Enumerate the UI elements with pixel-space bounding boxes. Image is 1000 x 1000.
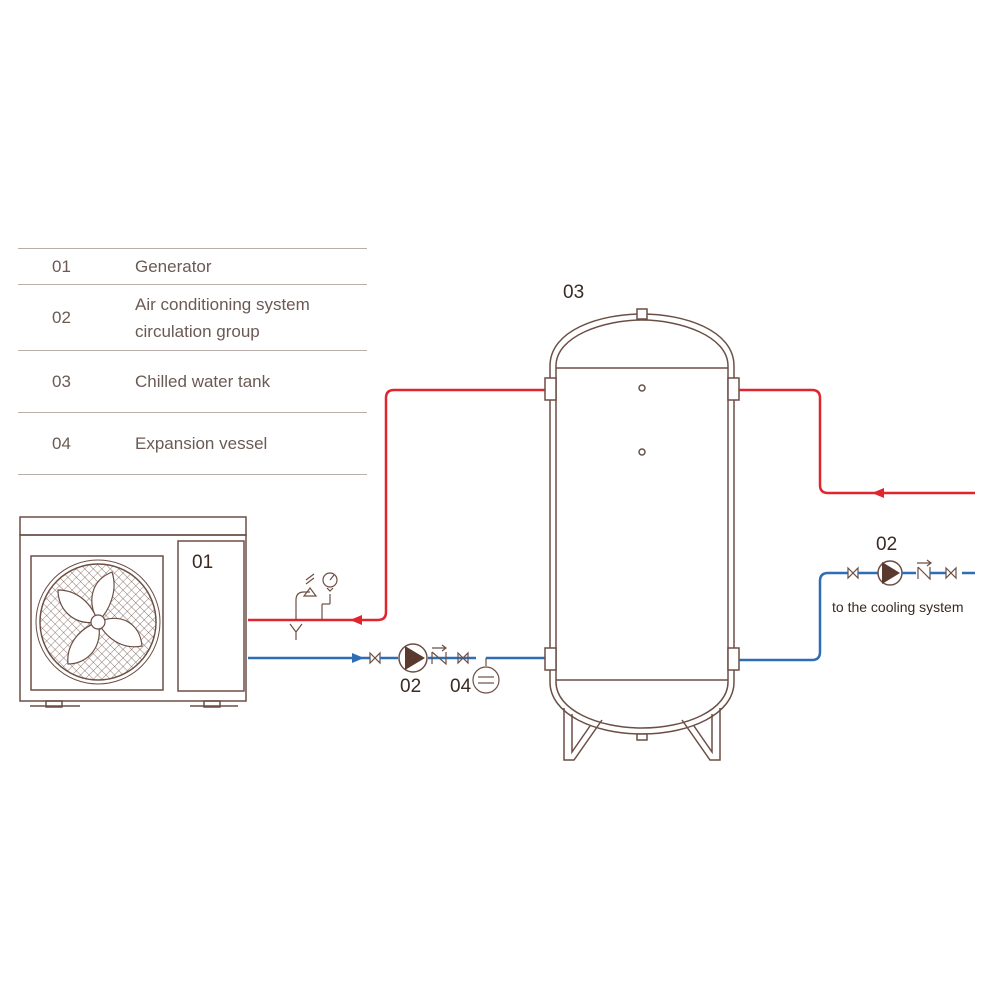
ball-valve-icon — [457, 651, 469, 665]
generator-label: 01 — [192, 552, 214, 573]
ball-valve-icon — [369, 651, 381, 665]
legend-text: Generator — [135, 257, 212, 276]
legend-number: 03 — [52, 372, 71, 391]
legend-row: 04 Expansion vessel — [18, 413, 367, 475]
chilled-water-tank — [544, 308, 740, 761]
check-valve-icon — [917, 559, 932, 581]
expansion-vessel-label: 04 — [450, 676, 472, 697]
ball-valve-icon — [847, 566, 859, 580]
legend-text: Air conditioning system circulation grou… — [135, 294, 310, 341]
tank-label: 03 — [563, 282, 585, 303]
legend-number: 01 — [52, 257, 71, 276]
pump-left-label: 02 — [400, 676, 422, 697]
legend-number: 04 — [52, 434, 71, 453]
supply-pipes — [248, 388, 975, 622]
ball-valve-icon — [945, 566, 957, 580]
cooling-system-note: to the cooling system — [832, 599, 964, 615]
legend-text: Expansion vessel — [135, 434, 268, 453]
legend-row: 01 Generator — [18, 249, 367, 285]
legend-text: Chilled water tank — [135, 372, 271, 391]
legend-row: 03 Chilled water tank — [18, 351, 367, 413]
expansion-vessel-icon — [472, 658, 500, 694]
right-circulation-group — [847, 559, 957, 586]
fan-icon — [35, 559, 161, 685]
generator-unit — [19, 516, 247, 708]
legend-number: 02 — [52, 308, 71, 327]
supply-arrows — [350, 488, 884, 625]
return-pipes — [248, 571, 975, 662]
check-valve-icon — [431, 644, 447, 666]
left-circulation-group — [369, 643, 500, 694]
safety-valve-icon — [289, 572, 338, 640]
pump-right-label: 02 — [876, 534, 898, 555]
return-arrows — [352, 653, 364, 663]
legend-row: 02 Air conditioning system circulation g… — [18, 285, 367, 351]
legend-table: 01 Generator 02 Air conditioning system … — [18, 248, 367, 475]
